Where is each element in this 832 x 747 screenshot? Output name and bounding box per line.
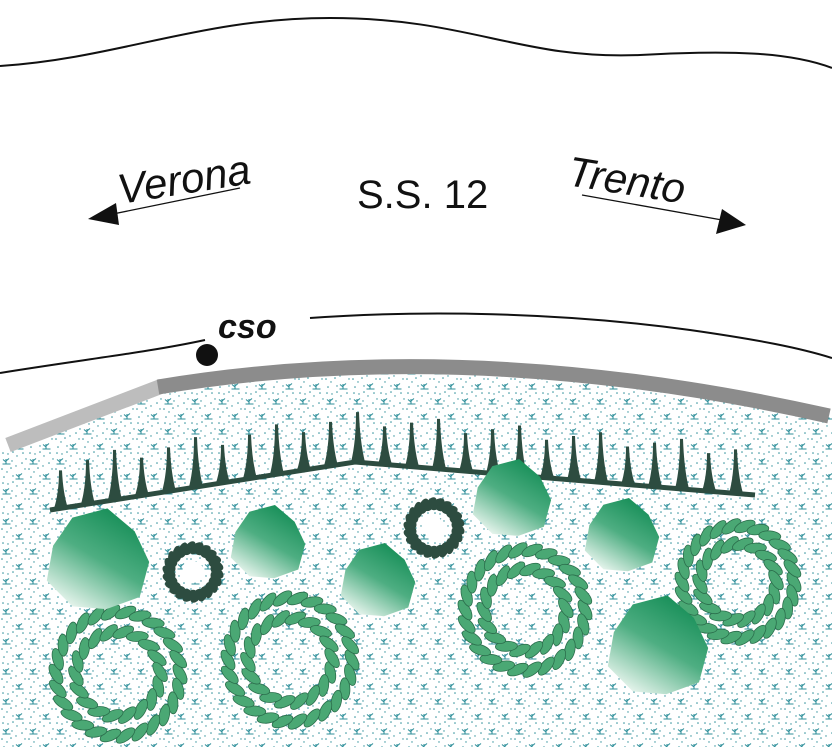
hedge-spike: [108, 449, 122, 500]
hedge-spike: [81, 460, 95, 505]
hedge-spike: [270, 424, 284, 475]
shrub-group: [48, 518, 802, 744]
hedge-spike: [135, 457, 149, 496]
hedge-spike: [189, 437, 203, 488]
round-bush: [472, 459, 552, 536]
hedge-spike: [540, 439, 554, 478]
leafy-shrub: [457, 542, 593, 678]
road-edge-south-left: [0, 339, 206, 374]
hedge-spike: [567, 435, 581, 480]
hedge-spike: [324, 421, 338, 466]
hedge-spike: [648, 442, 662, 487]
round-bush: [230, 505, 306, 579]
bush-group: [46, 459, 709, 695]
hedge-spike: [216, 444, 230, 483]
conifer-hedge-row: [49, 412, 756, 513]
round-bush: [607, 595, 709, 695]
hedge-spike: [243, 434, 257, 479]
leafy-shrub: [220, 590, 360, 730]
leafy-shrub: [674, 518, 802, 646]
hedge-spike: [297, 432, 311, 471]
hedge-spike: [351, 412, 365, 463]
hedge-spike: [675, 438, 689, 489]
label-road: S.S. 12: [357, 173, 488, 217]
conifer-ring: [162, 541, 224, 603]
label-verona: Verona: [114, 146, 254, 213]
cso-point-marker: [196, 344, 218, 366]
arrow-trento-icon: [581, 194, 746, 234]
hedge-spike: [162, 447, 176, 492]
hedge-spike: [405, 422, 419, 467]
round-bush: [46, 508, 150, 610]
hedge-spike: [486, 429, 500, 474]
label-cso: cso: [218, 308, 277, 346]
leafy-shrub: [48, 604, 188, 744]
road-edge-south-right: [309, 312, 832, 359]
guardrail-dark: [156, 359, 831, 424]
round-bush: [340, 543, 416, 617]
hedge-spike: [54, 470, 68, 509]
hedge-spike: [702, 453, 716, 492]
hedge-spike: [729, 449, 743, 494]
arrow-verona-icon: [88, 187, 241, 225]
hedge-spike: [621, 446, 635, 485]
conifer-group: [162, 497, 465, 603]
road-edge-north: [0, 16, 832, 69]
hedge-spike: [594, 432, 608, 483]
round-bush: [584, 498, 660, 572]
hedge-spike: [459, 433, 473, 472]
hedge-spike: [432, 418, 446, 469]
hedge-spike: [378, 426, 392, 465]
label-trento: Trento: [565, 147, 689, 212]
conifer-ring: [403, 497, 465, 559]
guardrail-light: [5, 378, 165, 453]
